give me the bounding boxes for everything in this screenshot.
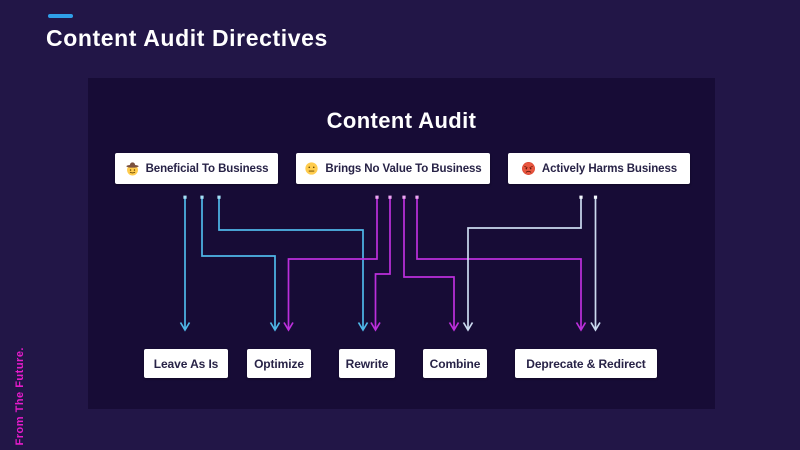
angry-emoji-icon (521, 161, 536, 176)
source-box-no-value: Brings No Value To Business (296, 153, 490, 184)
title-accent-dash (48, 14, 73, 18)
source-box-beneficial: Beneficial To Business (115, 153, 278, 184)
directive-box-leave-as-is: Leave As Is (144, 349, 228, 378)
source-box-label: Beneficial To Business (145, 162, 269, 175)
slide-title: Content Audit Directives (46, 25, 328, 51)
directive-box-label: Deprecate & Redirect (526, 356, 646, 371)
directive-box-rewrite: Rewrite (339, 349, 395, 378)
directive-box-combine: Combine (423, 349, 487, 378)
source-box-label: Brings No Value To Business (325, 162, 482, 175)
footer-brand-text: From The Future. (14, 347, 26, 446)
neutral-emoji-icon (304, 161, 319, 176)
directive-box-label: Combine (429, 356, 481, 371)
directive-box-label: Optimize (254, 356, 304, 371)
cowboy-emoji-icon (125, 161, 140, 176)
source-box-harms: Actively Harms Business (508, 153, 690, 184)
directive-box-deprecate-redirect: Deprecate & Redirect (515, 349, 657, 378)
source-box-label: Actively Harms Business (541, 162, 678, 175)
directive-box-optimize: Optimize (247, 349, 311, 378)
directive-box-label: Rewrite (345, 356, 389, 371)
directive-box-label: Leave As Is (153, 356, 219, 371)
diagram-heading: Content Audit (326, 108, 477, 133)
content-panel: Content Audit Beneficial To Business (88, 78, 715, 409)
